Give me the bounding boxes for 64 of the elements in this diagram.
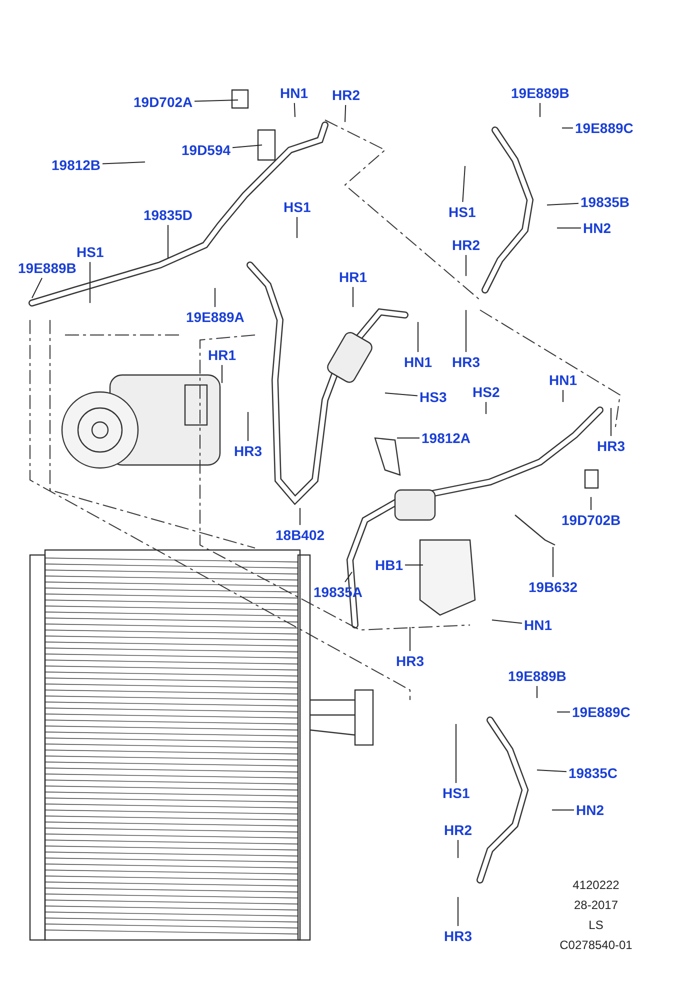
leader-line (32, 278, 42, 298)
leader-line (294, 102, 296, 118)
leader-line (194, 100, 238, 102)
callout-number: 19E889A (186, 309, 244, 325)
callout-number: HS3 (420, 389, 447, 405)
leader-line (610, 408, 612, 436)
callout-number: HS2 (472, 384, 500, 400)
callout-number: HR1 (339, 269, 368, 285)
leader-line (562, 390, 564, 402)
callout-number: HR2 (444, 822, 472, 838)
callout-number: 19D594 (182, 142, 231, 158)
leader-line (384, 392, 418, 396)
callout-number: 19E889C (572, 704, 630, 720)
callout-number: HR2 (452, 237, 480, 253)
callout-number: HS1 (448, 204, 476, 220)
callout-number: HN1 (404, 354, 432, 370)
callout-number: 19E889B (508, 668, 566, 684)
callout-number: 19812A (422, 430, 471, 446)
callout-number: HR3 (444, 928, 472, 944)
reference-note: LS (588, 918, 604, 932)
callout-number: HN1 (524, 617, 552, 633)
leader-line (232, 144, 262, 148)
leader-line (352, 286, 354, 308)
callout-number: HS1 (442, 785, 470, 801)
leader-line (546, 202, 579, 206)
callout-number: 19E889C (575, 120, 634, 136)
leader-line (344, 104, 346, 122)
callout-number: HR3 (234, 443, 262, 459)
reference-note: C0278540-01 (558, 938, 634, 952)
leader-line (552, 546, 554, 578)
leader-line (536, 686, 538, 698)
callout-number: HR2 (332, 87, 360, 103)
reference-note: 28-2017 (572, 898, 620, 912)
leader-line (102, 162, 146, 164)
callout-number: 19812B (52, 157, 101, 173)
reference-note: 4120222 (572, 878, 620, 892)
leader-line (296, 216, 298, 238)
callout-number: 19D702B (562, 512, 621, 528)
callout-number: 19835B (580, 194, 630, 210)
leader-line (590, 496, 592, 510)
callout-number: HR3 (396, 653, 424, 669)
callout-number: 18B402 (276, 527, 325, 543)
callout-number: HN2 (583, 220, 612, 236)
callout-number: 19835D (144, 207, 193, 223)
leader-line (536, 770, 567, 772)
leader-line (344, 572, 352, 582)
callout-number: 19835C (568, 765, 618, 781)
leader-line (214, 288, 216, 308)
leader-line (404, 564, 424, 566)
callout-number: HN1 (549, 372, 578, 388)
callout-number: 19E889B (18, 260, 76, 276)
callout-number: 19D702A (134, 94, 193, 110)
callout-number: HR1 (208, 347, 236, 363)
callout-number: HS1 (76, 244, 104, 260)
leader-line (492, 620, 522, 624)
callout-number: HR3 (597, 438, 626, 454)
callout-number: HB1 (375, 557, 404, 573)
callout-number: HN1 (280, 85, 308, 101)
callout-number: 19E889B (511, 85, 570, 101)
callout-number: 19B632 (528, 579, 578, 595)
callout-number: HS1 (284, 199, 311, 215)
callout-number: HR3 (452, 354, 480, 370)
leader-line (462, 166, 466, 202)
callout-number: HN2 (576, 802, 604, 818)
